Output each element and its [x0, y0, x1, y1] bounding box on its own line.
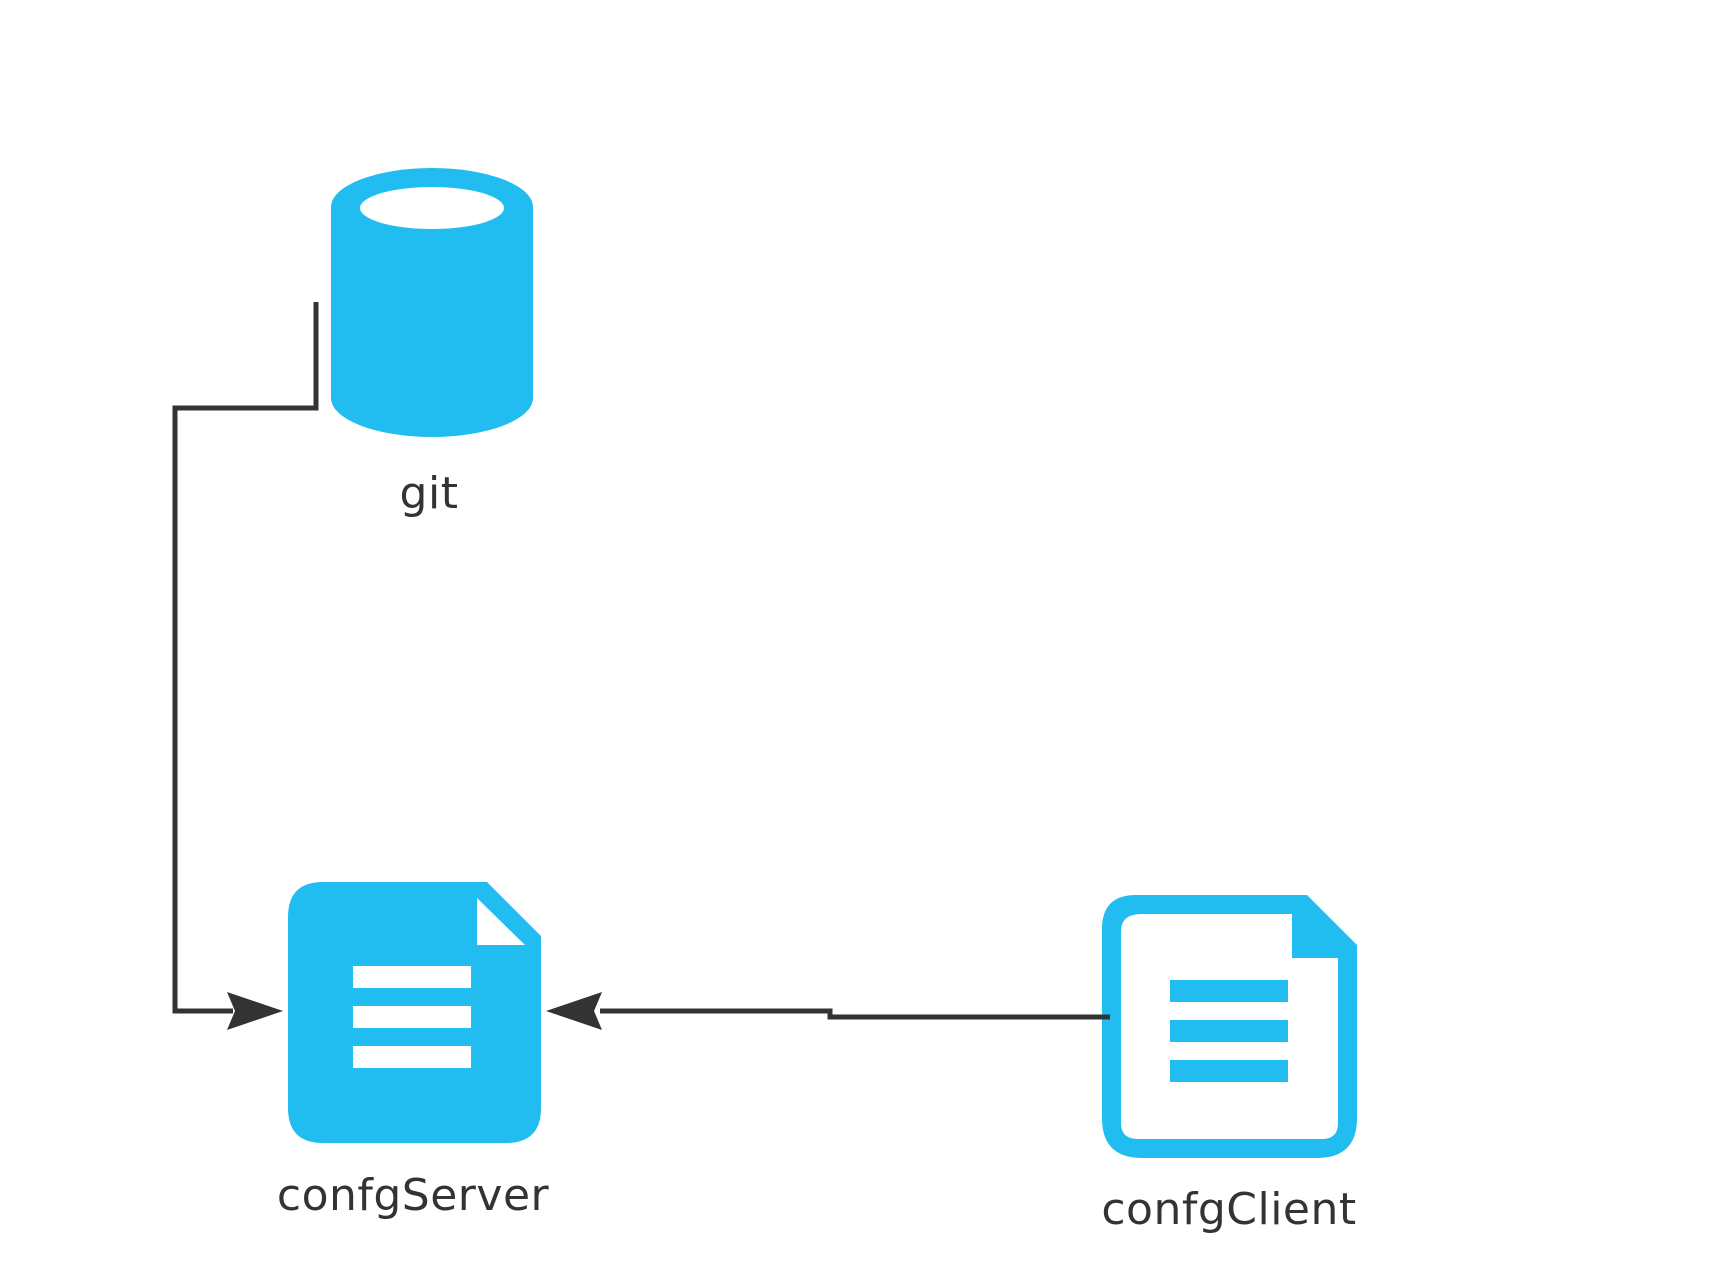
outlined-document-icon	[1102, 895, 1357, 1158]
config-server-node[interactable]: confgServer	[277, 882, 550, 1221]
connector-config-client-to-config-server[interactable]	[546, 992, 1110, 1030]
connector-git-to-config-server[interactable]	[172, 302, 319, 1030]
arrowhead-icon	[546, 992, 602, 1030]
config-client-label: confgClient	[1101, 1184, 1356, 1235]
config-server-label: confgServer	[277, 1170, 550, 1221]
git-node[interactable]: git	[331, 168, 533, 519]
git-label: git	[400, 468, 459, 519]
config-client-node[interactable]: confgClient	[1101, 895, 1357, 1235]
filled-document-icon	[288, 882, 541, 1143]
database-cylinder-icon	[331, 168, 533, 437]
arrowhead-icon	[227, 992, 283, 1030]
